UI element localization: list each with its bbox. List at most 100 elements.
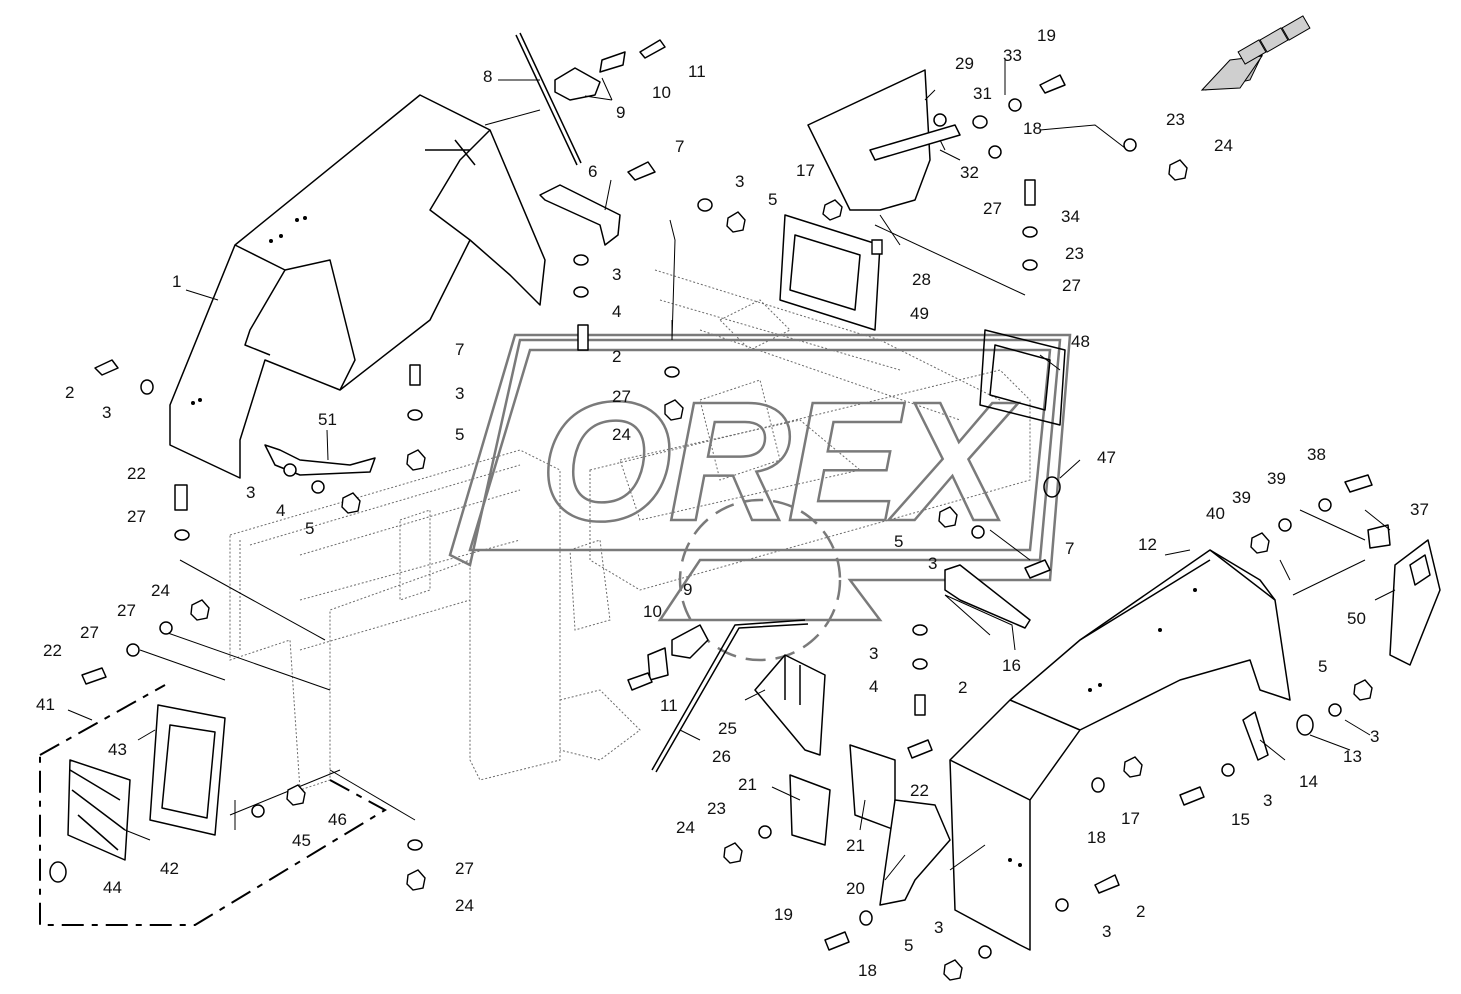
part-label: 23 (707, 799, 726, 818)
part-20-bracket (879, 799, 951, 906)
part-label: 41 (36, 695, 55, 714)
part-label: 27 (80, 623, 99, 642)
part-label: 2 (958, 678, 967, 697)
part-label: 21 (846, 836, 865, 855)
part-label: 18 (1087, 828, 1106, 847)
part-label: 21 (738, 775, 757, 794)
part-50-reflector (1389, 539, 1441, 666)
part-label: 14 (1299, 772, 1318, 791)
part-label: 38 (1307, 445, 1326, 464)
part-label: 3 (869, 644, 878, 663)
part-label: 18 (1023, 119, 1042, 138)
part-label: 18 (858, 961, 877, 980)
part-12-right-fender (949, 549, 1291, 951)
part-label: 26 (712, 747, 731, 766)
part-9-hinge-lower (647, 624, 709, 681)
part-label: 2 (65, 383, 74, 402)
part-label: 25 (718, 719, 737, 738)
part-label: 16 (1002, 656, 1021, 675)
watermark: OREX (448, 333, 1072, 662)
part-label: 27 (455, 859, 474, 878)
part-label: 7 (455, 340, 464, 359)
part-label: 44 (103, 878, 122, 897)
part-label: 2 (612, 347, 621, 366)
part-label: 39 (1232, 488, 1251, 507)
part-48-gasket (979, 329, 1066, 426)
part-label: 3 (934, 918, 943, 937)
part-label: 3 (455, 384, 464, 403)
part-label: 5 (1318, 657, 1327, 676)
part-label: 3 (1102, 922, 1111, 941)
part-label: 12 (1138, 535, 1157, 554)
part-label: 51 (318, 410, 337, 429)
part-label: 22 (910, 781, 929, 800)
part-label: 10 (652, 83, 671, 102)
watermark-text: OREX (540, 367, 1018, 557)
part-26-rod (651, 619, 806, 771)
part-label: 7 (1065, 539, 1074, 558)
part-37-plate (1367, 524, 1391, 549)
part-9-hinge-top (554, 51, 626, 101)
part-label: 6 (588, 162, 597, 181)
part-label: 32 (960, 163, 979, 182)
part-47-ring (1043, 476, 1061, 498)
washer-icon (126, 98, 1342, 959)
part-13-spacer (1296, 714, 1314, 736)
part-6-bracket (539, 184, 621, 246)
leader-lines (67, 60, 1396, 881)
part-label: 24 (1214, 136, 1233, 155)
part-51-strap (264, 444, 376, 476)
part-label: 28 (912, 270, 931, 289)
part-label: 27 (127, 507, 146, 526)
part-label: 3 (612, 265, 621, 284)
part-label: 5 (904, 936, 913, 955)
part-label: 24 (612, 425, 631, 444)
part-label: 22 (127, 464, 146, 483)
part-label: 17 (1121, 809, 1140, 828)
part-label: 1 (172, 272, 181, 291)
part-label: 19 (1037, 26, 1056, 45)
part-14-bracket (1242, 711, 1269, 761)
part-label: 9 (683, 580, 692, 599)
part-label: 4 (276, 501, 285, 520)
part-label: 23 (1065, 244, 1084, 263)
part-label: 46 (328, 810, 347, 829)
part-label: 33 (1003, 46, 1022, 65)
part-label: 39 (1267, 469, 1286, 488)
part-label: 5 (455, 425, 464, 444)
fasteners (81, 74, 1373, 981)
part-label: 45 (292, 831, 311, 850)
part-49-gasket (779, 214, 881, 331)
part-label: 27 (1062, 276, 1081, 295)
part-label: 4 (612, 302, 621, 321)
part-label: 10 (643, 602, 662, 621)
part-label: 19 (774, 905, 793, 924)
part-label: 15 (1231, 810, 1250, 829)
part-21-bracket (789, 744, 896, 846)
part-label: 49 (910, 304, 929, 323)
part-label: 24 (455, 896, 474, 915)
part-8-rod (515, 32, 582, 166)
part-label: 8 (483, 67, 492, 86)
part-label: 23 (1166, 110, 1185, 129)
part-label: 43 (108, 740, 127, 759)
part-label: 4 (869, 677, 878, 696)
part-label: 27 (983, 199, 1002, 218)
part-41-reflector-assembly (39, 684, 388, 926)
part-label: 7 (675, 137, 684, 156)
bolt-icon (81, 74, 1373, 951)
part-label: 34 (1061, 207, 1080, 226)
part-label: 27 (612, 387, 631, 406)
part-label: 48 (1071, 332, 1090, 351)
part-label: 3 (1263, 791, 1272, 810)
part-11-bolt-top (639, 39, 666, 59)
part-label: 13 (1343, 747, 1362, 766)
part-label: 47 (1097, 448, 1116, 467)
part-label: 24 (151, 581, 170, 600)
part-label: 42 (160, 859, 179, 878)
part-label: 22 (43, 641, 62, 660)
part-label: 37 (1410, 500, 1429, 519)
part-label: 3 (1370, 727, 1379, 746)
part-29-plate (807, 69, 961, 211)
